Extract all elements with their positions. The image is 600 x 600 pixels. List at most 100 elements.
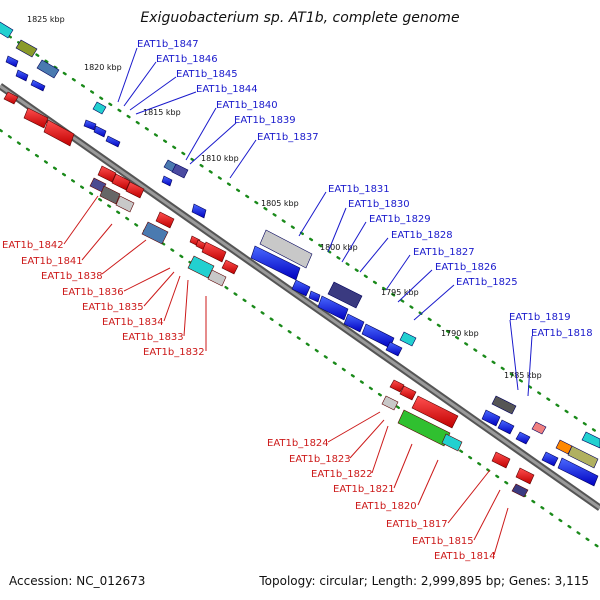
gene-block — [581, 431, 600, 449]
gene-arrow — [105, 135, 121, 148]
topology-text: Topology: circular; Length: 2,999,895 bp… — [259, 574, 589, 588]
gene-arrow — [161, 175, 173, 187]
accession-text: Accession: NC_012673 — [9, 574, 146, 588]
gene-arrow — [541, 451, 559, 467]
gene-arrow — [3, 91, 19, 105]
tick-lines — [0, 28, 600, 550]
gene-label[interactable]: EAT1b_1839 — [234, 115, 296, 126]
gene-block — [15, 39, 38, 58]
scale-label: 1820 kbp — [84, 63, 122, 72]
scale-label: 1825 kbp — [27, 15, 65, 24]
gene-arrow — [191, 203, 207, 219]
forward-strand-genes — [0, 21, 600, 487]
gene-arrow — [411, 395, 459, 429]
scale-label: 1800 kbp — [320, 243, 358, 252]
gene-block — [115, 195, 135, 213]
genome-backbone — [0, 83, 600, 511]
gene-label[interactable]: EAT1b_1846 — [156, 54, 218, 65]
reverse-label-leaders — [63, 195, 509, 556]
gene-label[interactable]: EAT1b_1841 — [21, 256, 83, 267]
gene-block — [327, 281, 363, 309]
gene-arrow — [481, 409, 501, 427]
gene-block — [92, 101, 107, 115]
gene-arrow — [93, 125, 107, 138]
tick-line-outer — [0, 28, 600, 436]
scale-label: 1815 kbp — [143, 108, 181, 117]
gene-block — [491, 395, 517, 415]
gene-block — [511, 483, 529, 498]
gene-label[interactable]: EAT1b_1842 — [2, 240, 64, 251]
gene-label[interactable]: EAT1b_1828 — [391, 230, 453, 241]
gene-label[interactable]: EAT1b_1821 — [333, 484, 395, 495]
gene-block — [187, 255, 215, 279]
gene-label[interactable]: EAT1b_1822 — [311, 469, 373, 480]
scale-label: 1810 kbp — [201, 154, 239, 163]
forward-labels: EAT1b_1847 EAT1b_1846 EAT1b_1845 EAT1b_1… — [137, 39, 593, 339]
gene-arrow — [385, 341, 403, 357]
gene-arrow — [23, 107, 49, 129]
gene-arrow — [317, 295, 349, 321]
gene-block — [381, 395, 399, 411]
scale-label: 1785 kbp — [504, 371, 542, 380]
gene-label[interactable]: EAT1b_1847 — [137, 39, 199, 50]
gene-label[interactable]: EAT1b_1832 — [143, 347, 205, 358]
gene-arrow — [30, 79, 46, 92]
gene-label[interactable]: EAT1b_1819 — [509, 312, 571, 323]
gene-arrow — [557, 457, 599, 487]
gene-arrow — [111, 173, 131, 191]
gene-arrow — [43, 119, 75, 147]
gene-label[interactable]: EAT1b_1834 — [102, 317, 164, 328]
gene-label[interactable]: EAT1b_1814 — [434, 551, 496, 562]
gene-arrow — [221, 259, 239, 275]
gene-label[interactable]: EAT1b_1835 — [82, 302, 144, 313]
gene-block — [555, 439, 573, 455]
gene-arrow — [291, 279, 311, 297]
scale-label: 1795 kbp — [381, 288, 419, 297]
gene-label[interactable]: EAT1b_1844 — [196, 84, 258, 95]
gene-block — [171, 163, 189, 179]
gene-label[interactable]: EAT1b_1840 — [216, 100, 278, 111]
scale-label: 1790 kbp — [441, 329, 479, 338]
gene-arrow — [5, 55, 19, 68]
gene-label[interactable]: EAT1b_1838 — [41, 271, 103, 282]
gene-label[interactable]: EAT1b_1825 — [456, 277, 518, 288]
gene-label[interactable]: EAT1b_1815 — [412, 536, 474, 547]
gene-block — [259, 229, 313, 269]
gene-block — [531, 421, 547, 435]
gene-label[interactable]: EAT1b_1817 — [386, 519, 448, 530]
gene-block — [567, 445, 599, 469]
gene-arrow — [15, 69, 29, 82]
gene-arrow — [497, 419, 515, 435]
gene-arrow — [308, 290, 321, 303]
gene-label[interactable]: EAT1b_1827 — [413, 247, 475, 258]
gene-label[interactable]: EAT1b_1829 — [369, 214, 431, 225]
gene-label[interactable]: EAT1b_1820 — [355, 501, 417, 512]
gene-block — [207, 269, 227, 287]
gene-block — [397, 409, 451, 447]
gene-label[interactable]: EAT1b_1818 — [531, 328, 593, 339]
gene-arrow — [155, 211, 175, 229]
gene-label[interactable]: EAT1b_1823 — [289, 454, 351, 465]
gene-label[interactable]: EAT1b_1830 — [348, 199, 410, 210]
gene-label[interactable]: EAT1b_1826 — [435, 262, 497, 273]
gene-label[interactable]: EAT1b_1836 — [62, 287, 124, 298]
gene-block — [441, 433, 463, 452]
map-title: Exiguobacterium sp. AT1b, complete genom… — [140, 10, 460, 26]
gene-label[interactable]: EAT1b_1824 — [267, 438, 329, 449]
gene-arrow — [125, 181, 145, 199]
gene-label[interactable]: EAT1b_1837 — [257, 132, 319, 143]
tick-line-inner — [0, 128, 600, 550]
gene-label[interactable]: EAT1b_1845 — [176, 69, 238, 80]
reverse-labels: EAT1b_1842 EAT1b_1841 EAT1b_1838 EAT1b_1… — [2, 240, 496, 562]
gene-label[interactable]: EAT1b_1833 — [122, 332, 184, 343]
gene-arrow — [389, 379, 405, 393]
gene-block — [0, 21, 14, 39]
gene-arrow — [97, 165, 117, 183]
gene-label[interactable]: EAT1b_1831 — [328, 184, 390, 195]
scale-labels: 1825 kbp 1820 kbp 1815 kbp 1810 kbp 1805… — [27, 15, 542, 380]
gene-arrow — [83, 119, 97, 131]
reverse-strand-genes — [3, 91, 535, 498]
forward-label-leaders — [117, 47, 533, 397]
